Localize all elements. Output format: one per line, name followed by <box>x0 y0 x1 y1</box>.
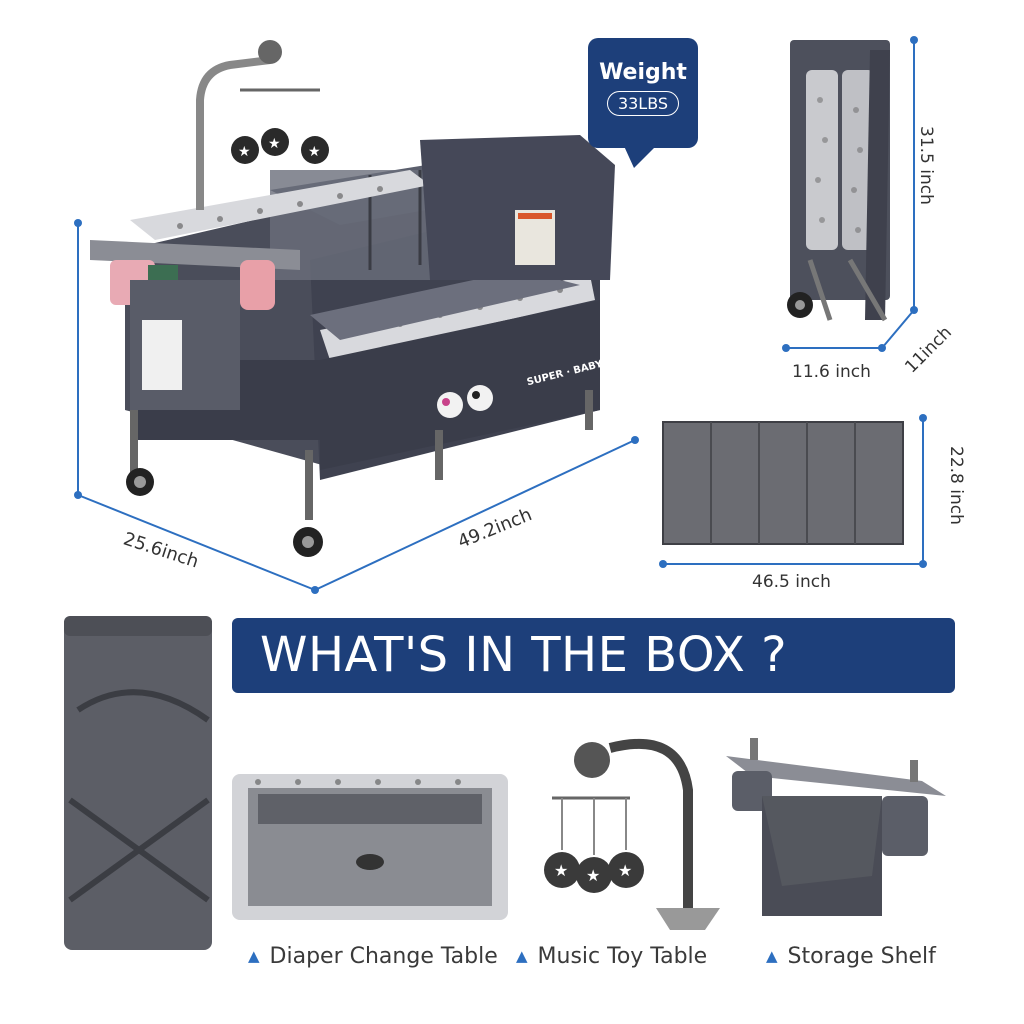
svg-text:★: ★ <box>554 861 568 880</box>
triangle-bullet-icon: ▲ <box>766 947 778 965</box>
triangle-bullet-icon: ▲ <box>516 947 528 965</box>
caption-text: Diaper Change Table <box>269 944 498 969</box>
diaper-change-table-image <box>228 770 513 925</box>
weight-badge-pointer <box>624 146 656 168</box>
svg-text:★: ★ <box>268 136 281 152</box>
caption-text: Storage Shelf <box>787 944 936 969</box>
folded-height-label: 31.5 inch <box>916 126 936 205</box>
folded-crib-image <box>770 30 960 360</box>
caption-storage-shelf: ▲ Storage Shelf <box>766 944 936 969</box>
music-toy-mobile-image: ★ ★ ★ <box>530 730 720 940</box>
carry-bag-image <box>58 610 218 960</box>
mattress-length-label: 46.5 inch <box>752 572 831 592</box>
caption-text: Music Toy Table <box>537 944 708 969</box>
storage-shelf-image <box>722 736 952 936</box>
svg-text:★: ★ <box>618 861 632 880</box>
svg-text:★: ★ <box>586 866 600 885</box>
svg-text:★: ★ <box>308 144 321 160</box>
svg-text:★: ★ <box>238 144 251 160</box>
caption-music-toy-table: ▲ Music Toy Table <box>516 944 707 969</box>
mattress-image <box>655 410 945 580</box>
folded-width-label: 11.6 inch <box>792 362 871 382</box>
weight-badge: Weight 33LBS <box>588 38 698 148</box>
whats-in-the-box-banner: WHAT'S IN THE BOX ? <box>232 618 955 693</box>
triangle-bullet-icon: ▲ <box>248 947 260 965</box>
weight-title: Weight <box>599 60 687 85</box>
mattress-width-label: 22.8 inch <box>946 446 966 525</box>
caption-diaper-change-table: ▲ Diaper Change Table <box>248 944 498 969</box>
weight-value: 33LBS <box>606 91 680 116</box>
main-crib-image: ★ ★ ★ <box>70 30 650 600</box>
